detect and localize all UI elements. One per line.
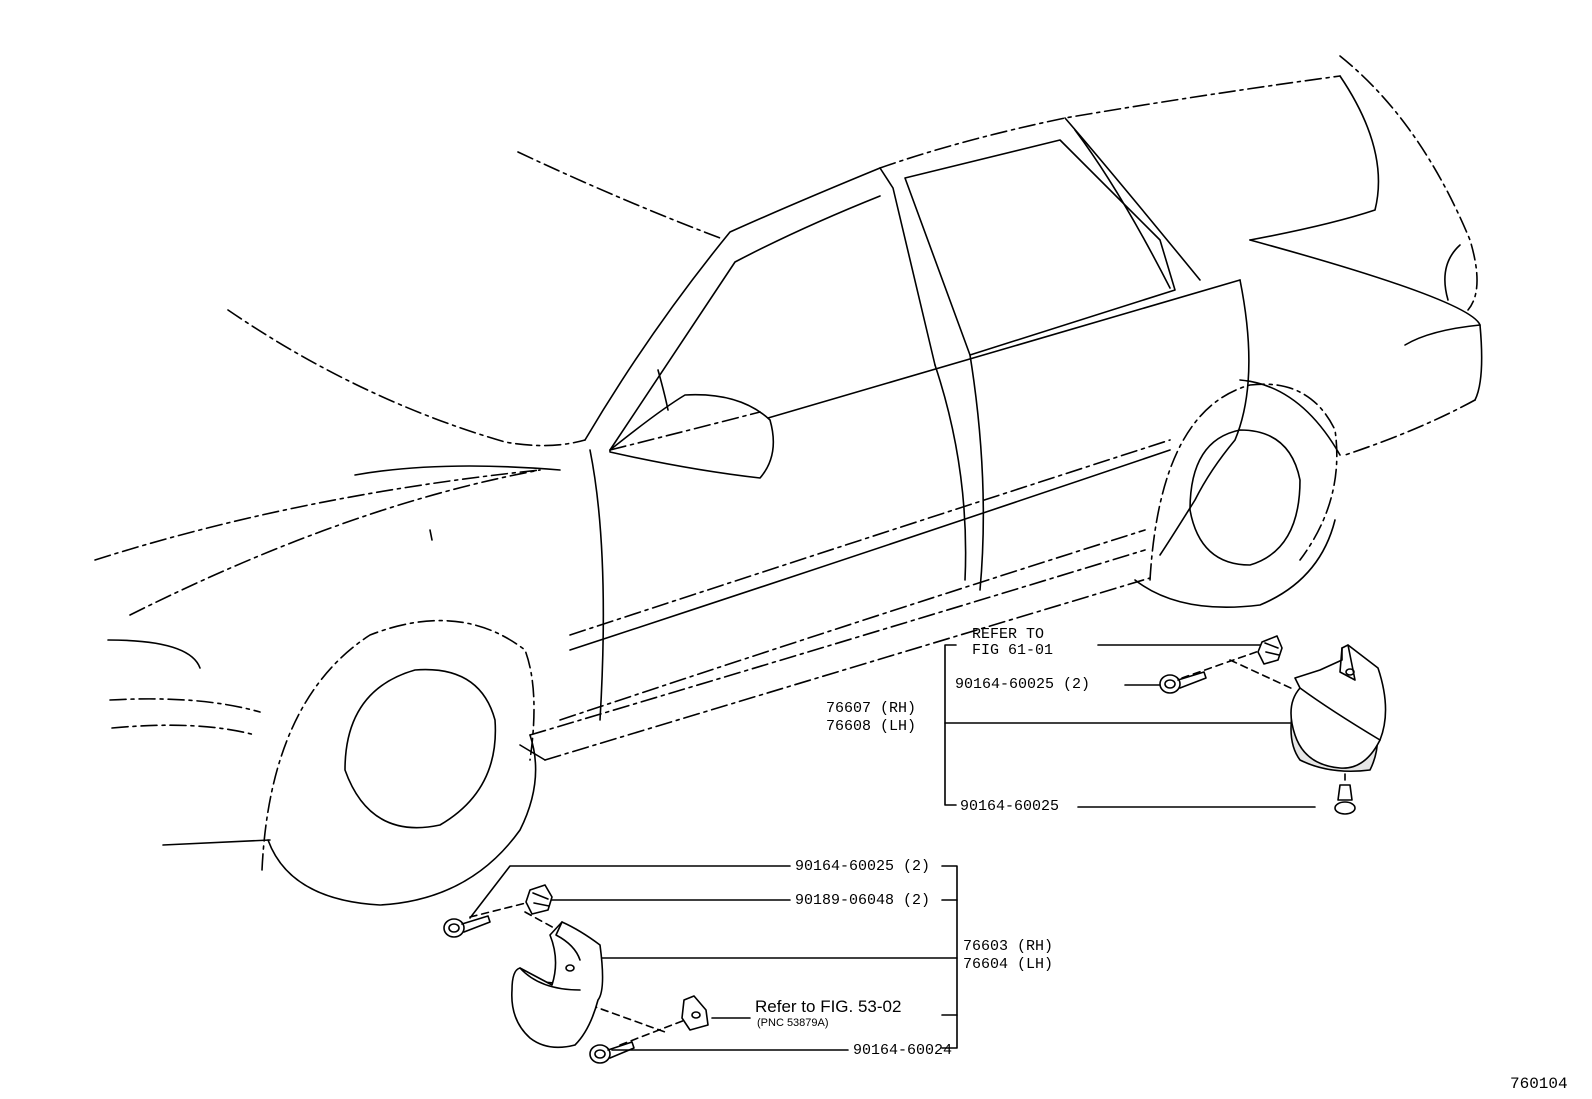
rear-screw-pair-label[interactable]: 90164-60025 (2) <box>955 676 1090 693</box>
rear-mud-flap-group: REFER TO FIG 61-01 90164-60025 (2) 76607… <box>826 626 1387 815</box>
front-screw-single-label[interactable]: 90164-60024 <box>853 1042 952 1059</box>
rear-screw-single-part[interactable] <box>1334 784 1356 815</box>
front-refer-bracket-part[interactable] <box>681 995 709 1031</box>
front-refer-pnc-label: (PNC 53879A) <box>757 1017 829 1029</box>
rear-mud-flap-part[interactable] <box>1290 644 1387 773</box>
front-clip-pair-part[interactable] <box>525 884 553 915</box>
rear-refer-to-line1: REFER TO <box>972 626 1044 643</box>
rear-clip-part[interactable] <box>1257 635 1283 665</box>
front-mud-flap-part[interactable] <box>511 921 604 1049</box>
rear-flap-lh-label[interactable]: 76608 (LH) <box>826 718 916 735</box>
front-screw-single-part[interactable] <box>589 1041 635 1064</box>
rear-refer-to-line2[interactable]: FIG 61-01 <box>972 642 1053 659</box>
front-clip-pair-label[interactable]: 90189-06048 (2) <box>795 892 930 909</box>
rear-screw-single-label[interactable]: 90164-60025 <box>960 798 1059 815</box>
rear-flap-rh-label[interactable]: 76607 (RH) <box>826 700 916 717</box>
vehicle-outline <box>94 55 1483 906</box>
front-screw-pair-label[interactable]: 90164-60025 (2) <box>795 858 930 875</box>
front-mud-flap-group: 90164-60025 (2) 90189-06048 (2) 76603 (R… <box>443 858 1053 1064</box>
figure-number: 760104 <box>1510 1075 1568 1093</box>
front-screw-pair-part[interactable] <box>443 915 491 938</box>
front-flap-rh-label[interactable]: 76603 (RH) <box>963 938 1053 955</box>
front-flap-lh-label[interactable]: 76604 (LH) <box>963 956 1053 973</box>
rear-screw-pair-part[interactable] <box>1159 671 1207 694</box>
front-refer-to-label[interactable]: Refer to FIG. 53-02 <box>755 997 901 1016</box>
